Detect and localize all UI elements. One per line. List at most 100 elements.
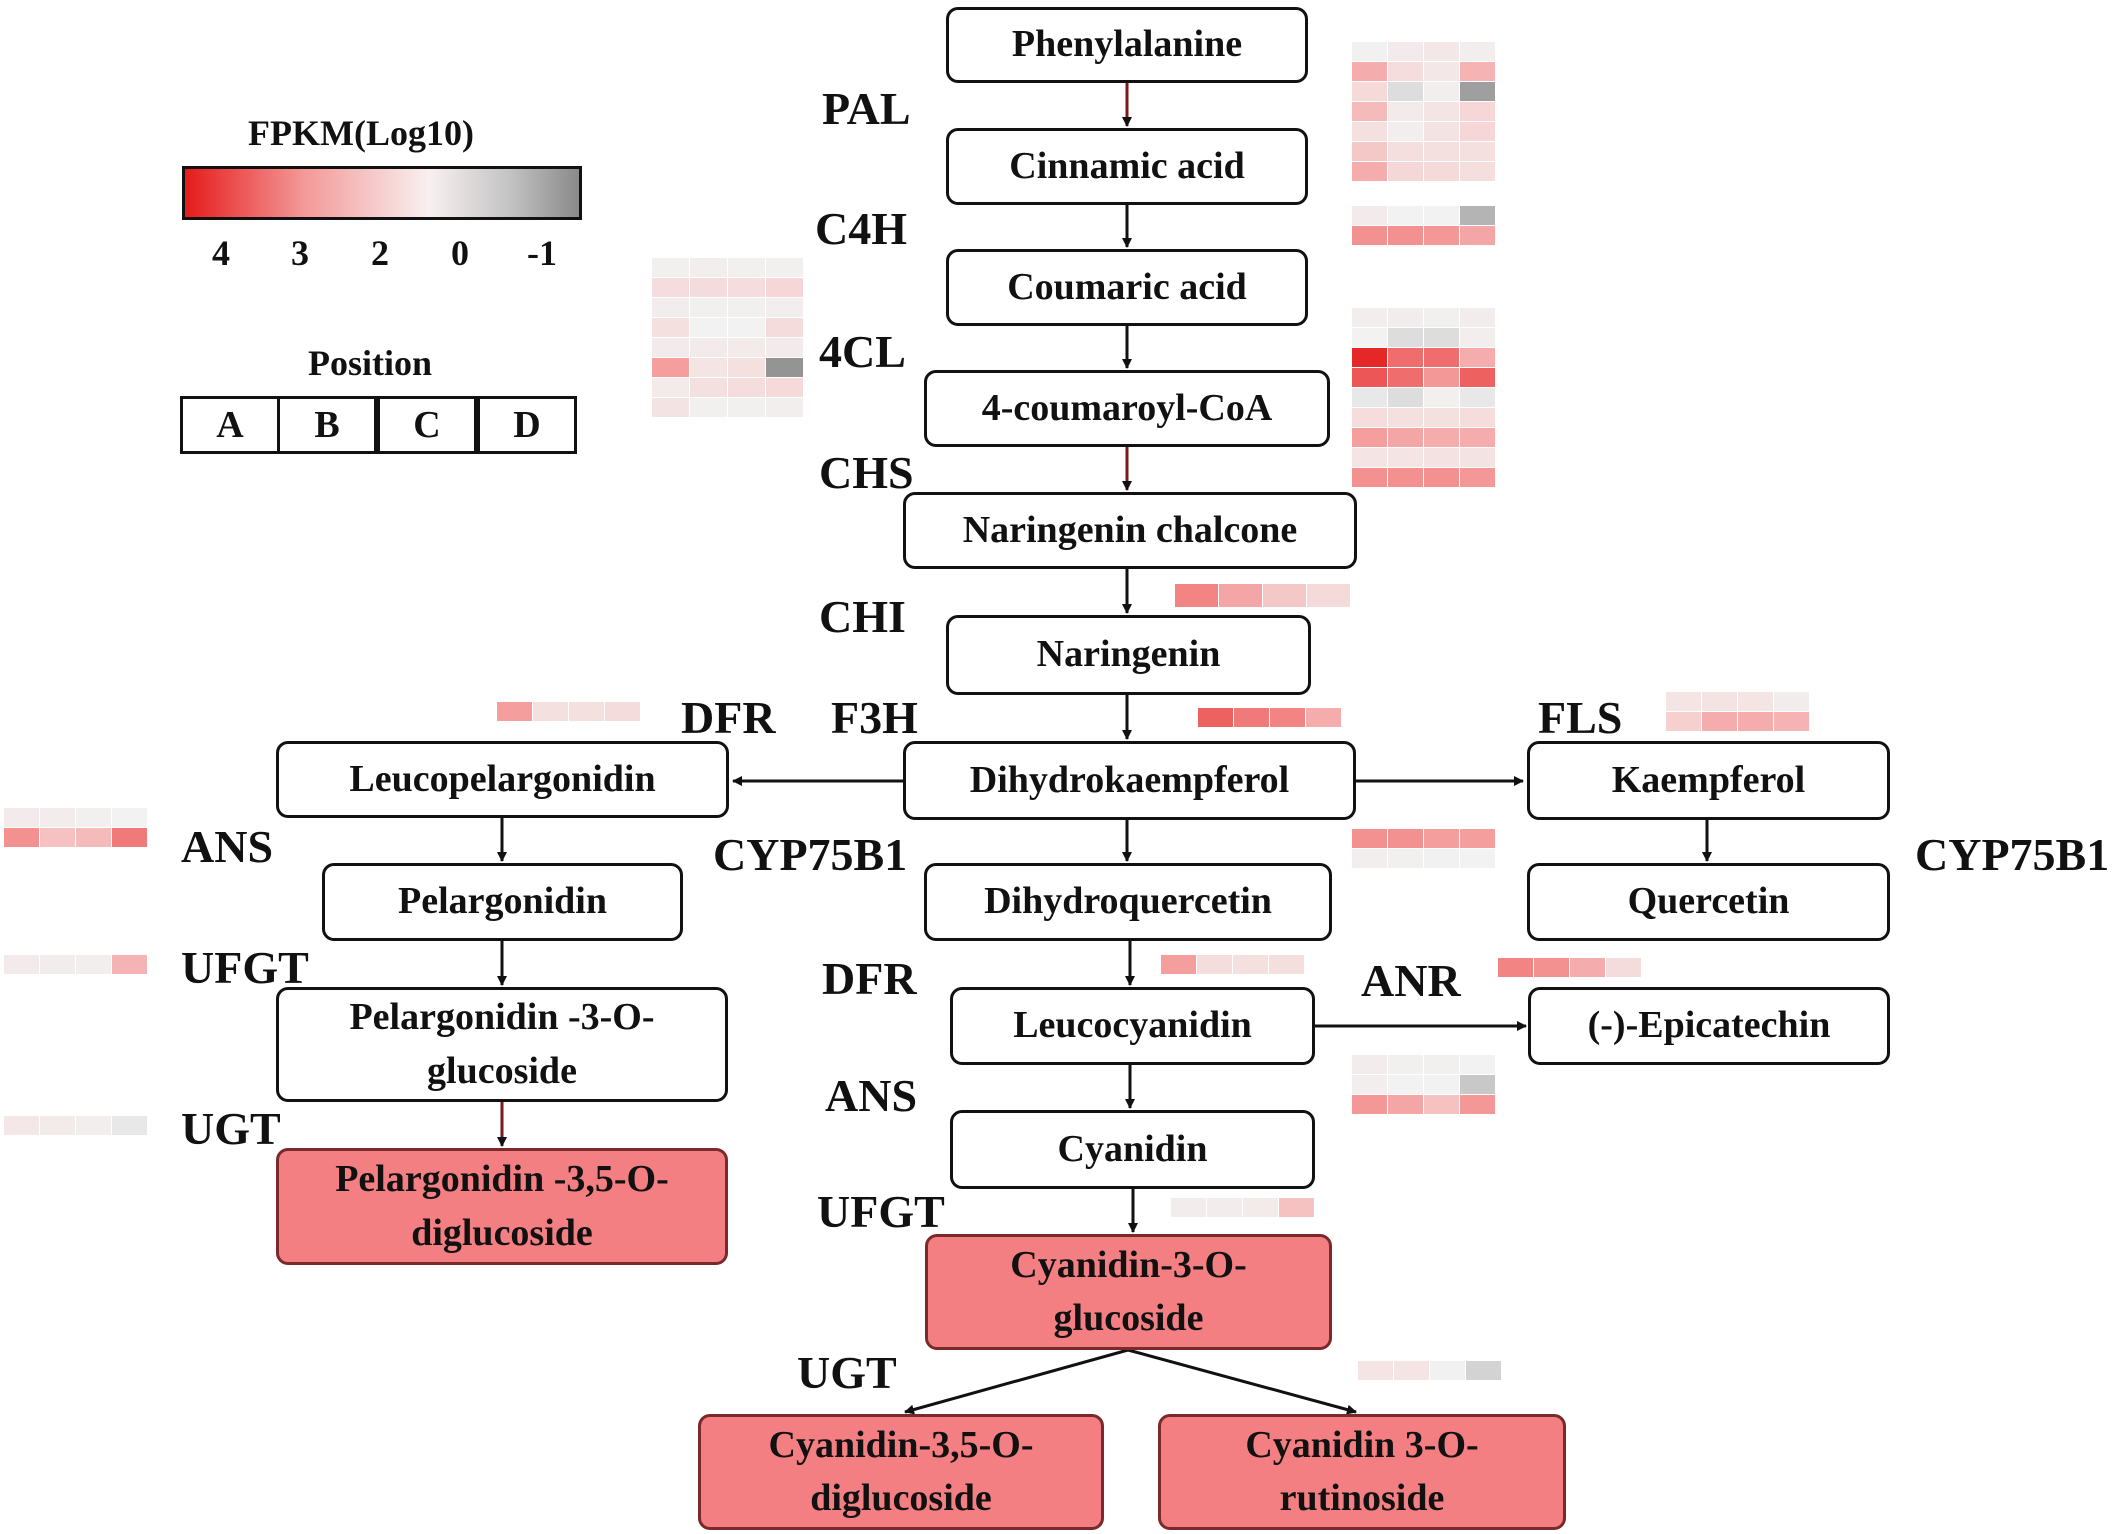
heatmap-cell-cl4_left	[766, 298, 803, 317]
heatmap-cell-cl4_left	[652, 378, 689, 397]
heatmap-cell-ans_left	[76, 828, 111, 847]
heatmap-cell-cl4_right	[1424, 428, 1459, 447]
heatmap-cell-cl4_right	[1352, 428, 1387, 447]
heatmap-cell-chi	[1307, 584, 1350, 607]
heatmap-cell-ugt_bottom	[1394, 1361, 1429, 1380]
heatmap-cell-pal	[1352, 102, 1387, 121]
heatmap-cell-pal	[1460, 62, 1495, 81]
heatmap-cell-cl4_right	[1388, 368, 1423, 387]
heatmap-cell-dfr_left	[497, 702, 532, 721]
node-cinnamic-acid: Cinnamic acid	[946, 128, 1308, 205]
heatmap-cell-cl4_right	[1388, 428, 1423, 447]
heatmap-cell-cl4_left	[766, 318, 803, 337]
heatmap-cell-cl4_right	[1388, 408, 1423, 427]
node-cyanidin-3-o-rutinoside: Cyanidin 3-O-rutinoside	[1158, 1414, 1566, 1530]
heatmap-cell-ans_mid	[1388, 1075, 1423, 1094]
heatmap-cell-ufgt_mid	[1171, 1198, 1206, 1217]
heatmap-cell-cyp_mid	[1352, 829, 1387, 848]
heatmap-cell-ans_left	[4, 828, 39, 847]
heatmap-cell-fls	[1666, 692, 1701, 711]
node-naringenin: Naringenin	[946, 615, 1311, 695]
heatmap-cell-cl4_left	[690, 338, 727, 357]
heatmap-cell-cyp_mid	[1352, 849, 1387, 868]
node-epicatechin: (-)-Epicatechin	[1528, 987, 1890, 1065]
enzyme-dfr-left: DFR	[681, 692, 776, 743]
heatmap-cell-ugt_left	[112, 1116, 147, 1135]
heatmap-cell-c4h	[1388, 206, 1423, 225]
heatmap-cell-pal	[1388, 102, 1423, 121]
heatmap-cell-pal	[1460, 122, 1495, 141]
heatmap-cell-dfr_mid	[1197, 955, 1232, 974]
heatmap-cell-pal	[1424, 102, 1459, 121]
heatmap-cell-pal	[1460, 102, 1495, 121]
heatmap-cell-f3h	[1198, 708, 1233, 727]
heatmap-cell-anr	[1606, 958, 1641, 977]
enzyme-pal: PAL	[822, 83, 911, 134]
heatmap-cell-dfr_mid	[1161, 955, 1196, 974]
node-leucopelargonidin: Leucopelargonidin	[276, 741, 729, 818]
colorbar-tick: 2	[371, 233, 389, 273]
heatmap-cell-pal	[1460, 162, 1495, 181]
heatmap-cell-ans_mid	[1352, 1075, 1387, 1094]
heatmap-cell-f3h	[1306, 708, 1341, 727]
heatmap-cell-cl4_left	[652, 258, 689, 277]
node-dihydroquercetin: Dihydroquercetin	[924, 863, 1332, 941]
heatmap-cell-cl4_right	[1460, 388, 1495, 407]
heatmap-cell-cl4_right	[1424, 308, 1459, 327]
heatmap-cell-pal	[1424, 122, 1459, 141]
heatmap-cell-cl4_right	[1388, 348, 1423, 367]
heatmap-cell-ans_left	[76, 808, 111, 827]
heatmap-cell-cl4_left	[690, 258, 727, 277]
node-naringenin-chalcone: Naringenin chalcone	[903, 492, 1357, 569]
heatmap-cell-dfr_mid	[1233, 955, 1268, 974]
enzyme-dfr-mid: DFR	[822, 953, 917, 1004]
node-coumaric-acid: Coumaric acid	[946, 249, 1308, 326]
colorbar-tick: 4	[212, 233, 230, 273]
node-pelargonidin-3-5-o-diglucoside: Pelargonidin -3,5-O-diglucoside	[276, 1148, 728, 1265]
heatmap-cell-ans_mid	[1424, 1075, 1459, 1094]
heatmap-cell-ugt_bottom	[1430, 1361, 1465, 1380]
heatmap-cell-ufgt_left	[4, 955, 39, 974]
heatmap-cell-cl4_right	[1352, 368, 1387, 387]
heatmap-cell-dfr_left	[569, 702, 604, 721]
heatmap-cell-cl4_right	[1352, 308, 1387, 327]
heatmap-cell-cl4_right	[1424, 448, 1459, 467]
heatmap-cell-pal	[1424, 162, 1459, 181]
heatmap-cell-cl4_left	[766, 338, 803, 357]
heatmap-cell-ufgt_left	[76, 955, 111, 974]
heatmap-cell-cyp_mid	[1460, 849, 1495, 868]
heatmap-cell-ans_mid	[1352, 1095, 1387, 1114]
heatmap-cell-c4h	[1460, 206, 1495, 225]
heatmap-cell-fls	[1738, 712, 1773, 731]
heatmap-cell-chi	[1263, 584, 1306, 607]
heatmap-cell-cl4_right	[1388, 328, 1423, 347]
heatmap-cell-ans_left	[112, 828, 147, 847]
heatmap-cell-pal	[1388, 62, 1423, 81]
heatmap-cell-c4h	[1388, 226, 1423, 245]
enzyme-c4h: C4H	[815, 203, 907, 254]
heatmap-cell-chi	[1219, 584, 1262, 607]
heatmap-cell-cl4_right	[1388, 308, 1423, 327]
heatmap-cell-cl4_right	[1424, 348, 1459, 367]
heatmap-cell-cl4_left	[766, 378, 803, 397]
heatmap-cell-c4h	[1352, 226, 1387, 245]
heatmap-cell-ans_left	[40, 808, 75, 827]
heatmap-cell-cl4_left	[652, 298, 689, 317]
heatmap-cell-ugt_left	[4, 1116, 39, 1135]
heatmap-cell-cl4_right	[1424, 408, 1459, 427]
heatmap-cell-ans_mid	[1424, 1055, 1459, 1074]
enzyme-cyp75b1-mid: CYP75B1	[713, 829, 908, 880]
heatmap-cell-cl4_left	[728, 258, 765, 277]
node-cyanidin: Cyanidin	[950, 1110, 1315, 1189]
heatmap-cell-pal	[1352, 82, 1387, 101]
heatmap-cell-cyp_mid	[1424, 849, 1459, 868]
heatmap-cell-cl4_left	[690, 398, 727, 417]
arrow-ugt-bottom-left	[904, 1348, 1129, 1415]
heatmap-cell-cl4_right	[1352, 348, 1387, 367]
heatmap-cell-cl4_left	[728, 278, 765, 297]
heatmap-cell-pal	[1352, 162, 1387, 181]
position-title: Position	[308, 343, 433, 383]
heatmap-cell-cl4_right	[1424, 468, 1459, 487]
heatmap-cell-dfr_mid	[1269, 955, 1304, 974]
heatmap-cell-pal	[1352, 62, 1387, 81]
